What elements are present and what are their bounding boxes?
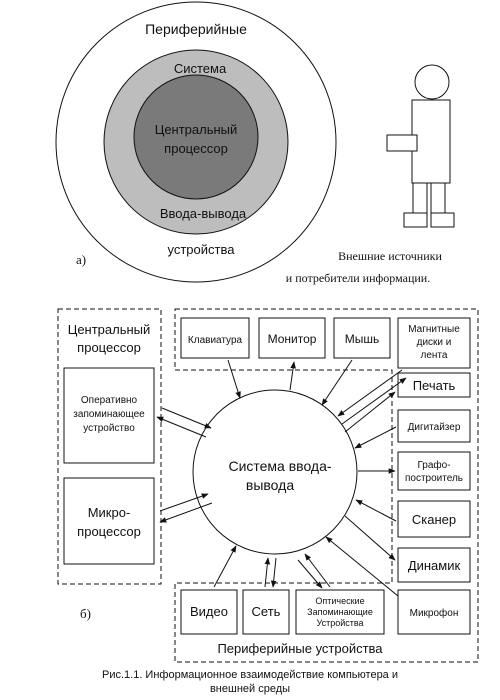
figure-b: Центральный процессор Оперативно запомин…: [57, 308, 479, 663]
middle-label-bottom: Ввода-вывода: [160, 206, 247, 221]
mouse-label: Мышь: [345, 332, 380, 346]
arrow-ram-out: [156, 416, 207, 438]
plotter-box: [397, 451, 471, 491]
cpu-title-1: Центральный: [68, 322, 151, 337]
mouse-box: [333, 317, 391, 359]
monitor-label: Монитор: [268, 332, 317, 346]
network-box: [242, 589, 290, 635]
arrow-magnetic-in: [337, 369, 403, 417]
arrow-micro-out: [159, 502, 213, 523]
printer-box: [397, 372, 471, 398]
optical-label-3: Устройства: [316, 618, 363, 628]
figure-caption-line1: Рис.1.1. Информационное взаимодействие к…: [102, 669, 398, 681]
figure-a: Периферийные Система Центральный процесс…: [55, 1, 455, 285]
figure-b-label: б): [80, 606, 91, 621]
microphone-box: [397, 589, 471, 635]
arrow-network-in: [264, 557, 271, 588]
speaker-box: [397, 547, 471, 583]
arrow-optical-out: [297, 559, 323, 589]
magnetic-box: [397, 317, 471, 369]
peripheral-group: [174, 308, 479, 663]
ram-label-3: устройство: [83, 423, 135, 434]
arrow-keyboard: [227, 359, 241, 399]
magnetic-label-1: Магнитные: [408, 324, 460, 335]
cpu-title-2: процессор: [77, 340, 141, 355]
digitizer-box: [397, 409, 471, 443]
person-icon: [386, 64, 455, 228]
monitor-box: [258, 317, 326, 359]
inner-label-2: процессор: [164, 141, 228, 156]
external-sources-line1: Внешние источники: [338, 249, 442, 263]
arrow-magnetic-out: [341, 377, 407, 425]
arrow-mouse: [321, 359, 353, 406]
optical-label-1: Оптические: [315, 596, 364, 606]
microprocessor-box: [63, 477, 155, 565]
magnetic-label-3: лента: [421, 350, 448, 361]
plotter-label-2: построитель: [405, 473, 463, 484]
ram-box: [63, 367, 155, 464]
micro-label-2: процессор: [77, 524, 141, 539]
ram-label-2: запоминающее: [73, 409, 145, 420]
figure-a-label: а): [76, 252, 86, 267]
arrow-microphone: [325, 536, 399, 597]
cpu-group: [57, 308, 162, 585]
microphone-label: Микрофон: [410, 607, 459, 619]
arrows: [156, 359, 407, 597]
video-label: Видео: [190, 604, 228, 619]
network-label: Сеть: [252, 604, 281, 619]
magnetic-label-2: диски и: [417, 337, 452, 348]
scanner-label: Сканер: [412, 512, 456, 527]
io-system-label-1: Система ввода-: [228, 458, 331, 474]
scanner-box: [397, 500, 471, 538]
optical-label-2: Запоминающие: [307, 607, 373, 617]
video-box: [180, 589, 238, 635]
plotter-label-1: Графо-: [417, 459, 450, 471]
keyboard-box: [180, 317, 250, 359]
arrow-printer: [344, 391, 396, 433]
speaker-label: Динамик: [408, 558, 461, 573]
middle-label-top: Система: [174, 61, 227, 76]
keyboard-label: Клавиатура: [188, 335, 243, 346]
arrow-digitizer: [354, 426, 397, 449]
optical-box: [295, 589, 385, 635]
io-system-circle: [192, 389, 358, 555]
peripheral-title: Периферийные устройства: [217, 641, 383, 656]
figure-caption-line2: внешней среды: [210, 683, 290, 695]
inner-label-1: Центральный: [155, 122, 238, 137]
io-system-label-2: вывода: [246, 477, 294, 493]
arrow-speaker: [344, 515, 396, 561]
arrow-video: [213, 545, 237, 588]
ram-label-1: Оперативно: [81, 395, 138, 406]
arrow-optical-in: [304, 553, 331, 588]
arrow-monitor: [289, 361, 296, 391]
arrow-micro-in: [159, 493, 209, 512]
printer-label: Печать: [413, 378, 456, 393]
external-sources-line2: и потребители информации.: [286, 271, 430, 285]
micro-label-1: Микро-: [88, 505, 131, 520]
inner-circle: [133, 74, 259, 200]
devices-label: устройства: [168, 242, 236, 257]
outer-label: Периферийные: [145, 21, 247, 37]
arrow-network-out: [270, 557, 277, 588]
arrow-ram-in: [161, 407, 212, 429]
digitizer-label: Дигитайзер: [408, 422, 461, 433]
arrow-scanner: [355, 499, 397, 522]
